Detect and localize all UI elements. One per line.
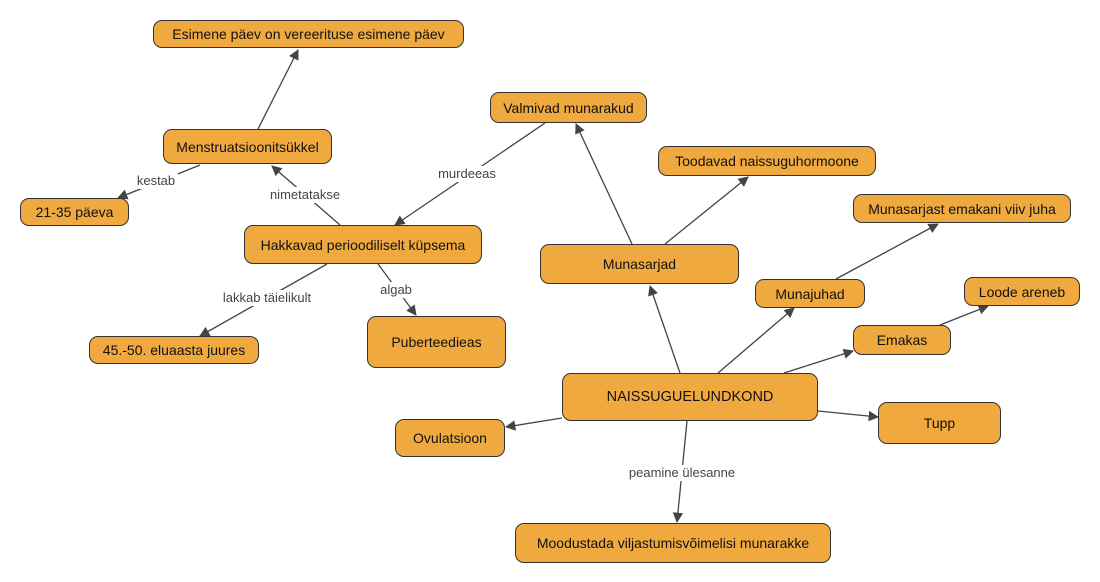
node-main-task-goal[interactable]: Moodustada viljastumisvõimelisi munarakk… [515,523,831,563]
edge-label-begins: algab [377,282,415,298]
edge-label-main-task: peamine ülesanne [625,465,739,481]
node-menstruation-start[interactable]: Esimene päev on vereerituse esimene päev [153,20,464,48]
edge-label-lasts: kestab [133,173,179,189]
node-oviducts[interactable]: Munajuhad [755,279,865,308]
edge-system-to-uterus [783,348,854,374]
node-uterus[interactable]: Emakas [853,325,951,355]
edge-label-is-called: nimetatakse [266,187,344,203]
edge-system-to-ovulation [504,417,563,431]
edge-system-to-ovaries [648,285,681,374]
edge-ovaries-to-hormones [664,176,749,245]
node-oviduct-description[interactable]: Munasarjast emakani viiv juha [853,194,1071,223]
edge-system-to-oviducts [717,307,795,374]
node-cycle-length[interactable]: 21-35 päeva [20,198,129,226]
node-system-root[interactable]: NAISSUGUELUNDKOND [562,373,818,421]
edge-label-stops-completely: lakkab täielikult [219,290,315,306]
node-mature-follicles[interactable]: Valmivad munarakud [490,92,647,123]
node-age-45-50[interactable]: 45.-50. eluaasta juures [89,336,259,364]
edge-label-at-puberty: murdeeas [435,166,499,182]
node-ovulation[interactable]: Ovulatsioon [395,419,505,457]
node-hormones[interactable]: Toodavad naissuguhormoone [658,146,876,176]
node-ovaries[interactable]: Munasarjad [540,244,739,284]
edge-uterus-to-fetus [939,304,989,326]
node-puberty[interactable]: Puberteedieas [367,316,506,368]
edge-system-to-vagina [817,410,880,422]
edge-cycle-to-start [257,49,299,130]
node-vagina[interactable]: Tupp [878,402,1001,444]
node-mature-periodically[interactable]: Hakkavad perioodiliselt küpsema [244,225,482,264]
node-fetus-grows[interactable]: Loode areneb [964,277,1080,306]
edge-ovaries-to-follicles [575,123,633,245]
node-menstrual-cycle[interactable]: Menstruatsioonitsükkel [163,129,332,164]
edge-oviducts-to-desc [835,223,939,280]
